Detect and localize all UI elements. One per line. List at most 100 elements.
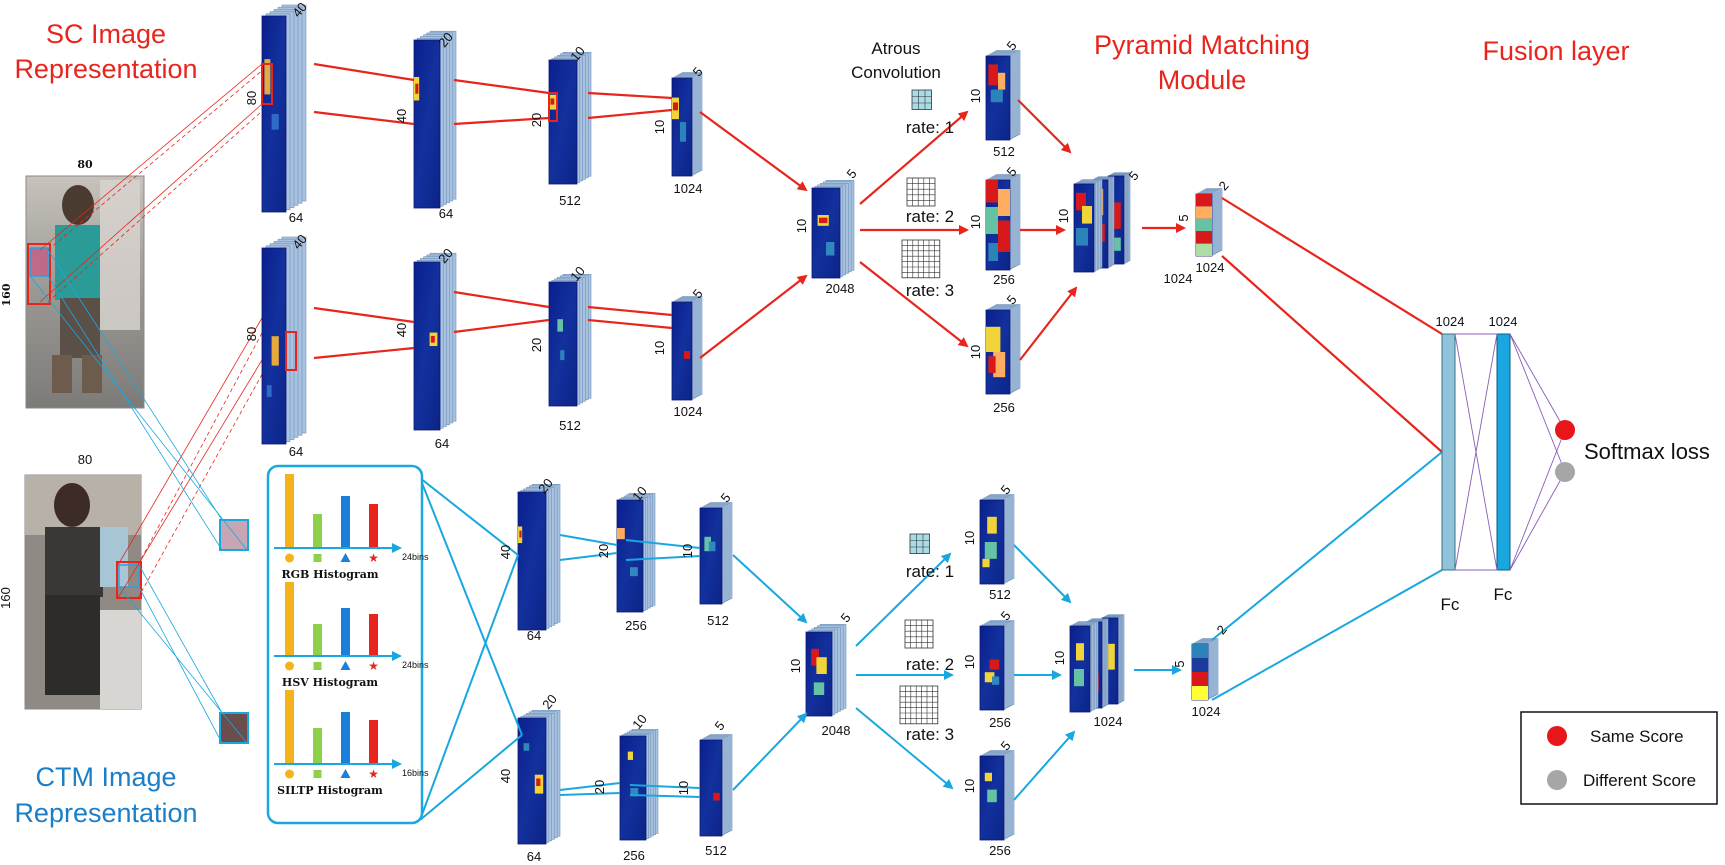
sc-bot-l4-bottom: 1024: [674, 404, 703, 419]
bottom-rate-2: rate: 2: [906, 655, 954, 674]
atrous-icons: [899, 89, 941, 725]
ctm-bot-l1-top: 20: [539, 691, 560, 712]
histogram-bar: [313, 624, 322, 656]
pyramid-title-line2: Module: [1158, 65, 1247, 95]
triangle-marker-icon: [340, 661, 351, 670]
sc-top-patch-3: [548, 92, 558, 122]
histogram-bar: [313, 728, 322, 764]
sc-top-l2-bottom: 64: [439, 206, 453, 221]
sc-pyr3-bottom: 256: [993, 400, 1015, 415]
sc-top-fmap-1: [261, 4, 307, 213]
ctm-merged-top: 5: [838, 610, 854, 625]
ctm-bot-fmap-3: [699, 734, 733, 837]
sc-pyr1-side: 10: [968, 89, 983, 103]
ctm-top-fmap-2: [616, 493, 656, 613]
ctm-top-l2-bottom: 256: [625, 618, 647, 633]
sc-bot-fmap-4: [671, 296, 703, 401]
sc-pyr2-side: 10: [968, 215, 983, 229]
histogram-bar: [341, 712, 350, 764]
histogram-label: RGB Histogram: [281, 568, 378, 581]
ctm-out-top: 2: [1214, 622, 1230, 637]
ctm-pyr3-side: 10: [962, 779, 977, 793]
histogram-label: HSV Histogram: [282, 676, 378, 689]
sc-top-fmap-3: [548, 51, 592, 185]
sc-top-fmap-4: [671, 72, 703, 177]
projection-lines: [29, 63, 271, 744]
star-marker-icon: ★: [368, 767, 379, 781]
ctm-merged-fmap: [805, 623, 847, 717]
ctm-out-side: 5: [1172, 660, 1187, 667]
ctm-pyr3-bottom: 256: [989, 843, 1011, 858]
sc-bot-l3-bottom: 512: [559, 418, 581, 433]
top-rate-1: rate: 1: [906, 118, 954, 137]
ctm-bot-l2-top: 10: [629, 711, 650, 732]
atrous-title-line1: Atrous: [871, 39, 920, 58]
ctm-bot-l3-bottom: 512: [705, 843, 727, 858]
histogram-bar: [369, 720, 378, 764]
star-marker-icon: ★: [368, 551, 379, 565]
atrous-title-line2: Convolution: [851, 63, 941, 82]
sc-concat-fmap-1: [1073, 179, 1103, 273]
triangle-marker-icon: [340, 769, 351, 778]
sc-concat-fmap-3: [1107, 172, 1131, 265]
circle-marker-icon: [285, 661, 294, 671]
sc-bot-l3-side: 20: [529, 338, 544, 352]
sc-top-l1-side: 80: [244, 91, 259, 105]
ctm-top-fmap-3: [699, 502, 733, 605]
same-score-node: [1555, 420, 1575, 440]
fc1-bar: [1441, 333, 1456, 571]
ctm-pyr-fmap-2: [979, 620, 1015, 711]
histogram-bar: [341, 608, 350, 656]
sc-title-line1: SC Image: [46, 19, 166, 49]
sc-pyr-fmap-3: [985, 304, 1021, 395]
fc1-label: Fc: [1441, 595, 1460, 614]
sc-out-side: 5: [1176, 214, 1191, 221]
ctm-bot-l2-bottom: 256: [623, 848, 645, 863]
legend-different-label: Different Score: [1583, 771, 1696, 790]
ctm-bot-l3-side: 10: [676, 781, 691, 795]
ctm-concat-side: 10: [1052, 651, 1067, 665]
input-bottom-height: 160: [0, 587, 13, 609]
ctm-connections: [419, 451, 1443, 821]
ctm-top-l2-side: 20: [596, 544, 611, 558]
sc-pyr-fmap-1: [985, 50, 1021, 141]
sc-out-extra: 1024: [1164, 271, 1193, 286]
sc-merged-bottom: 2048: [826, 281, 855, 296]
fc2-bar: [1496, 333, 1511, 571]
ctm-merged-bottom: 2048: [822, 723, 851, 738]
top-rate-3: rate: 3: [906, 281, 954, 300]
sc-top-l1-top: 40: [289, 0, 310, 20]
histogram-bar: [285, 690, 294, 764]
atrous-rate1-grid-icon-bottom: [909, 533, 930, 554]
legend-same-label: Same Score: [1590, 727, 1684, 746]
sc-top-l4-side: 10: [652, 120, 667, 134]
sc-bot-l4-side: 10: [652, 341, 667, 355]
circle-marker-icon: [285, 553, 294, 563]
softmax-loss-label: Softmax loss: [1584, 439, 1710, 464]
ctm-out-bottom: 1024: [1192, 704, 1221, 719]
ctm-pyr1-side: 10: [962, 531, 977, 545]
fusion-title: Fusion layer: [1482, 36, 1629, 66]
square-marker-icon: [313, 770, 322, 778]
sc-top-l2-side: 40: [394, 109, 409, 123]
sc-pyr2-bottom: 256: [993, 272, 1015, 287]
sc-connections: [313, 62, 1443, 453]
ctm-top-l3-bottom: 512: [707, 613, 729, 628]
sc-title-line2: Representation: [14, 54, 197, 84]
sc-bot-l1-bottom: 64: [289, 444, 303, 459]
histogram-bar: [341, 496, 350, 548]
ctm-pyr-fmap-1: [979, 494, 1015, 585]
histogram-bar: [313, 514, 322, 548]
ctm-bot-l2-side: 20: [592, 780, 607, 794]
sc-pyr-fmap-2: [985, 174, 1021, 271]
sc-merged-top: 5: [844, 166, 860, 181]
sc-top-l1-bottom: 64: [289, 210, 303, 225]
ctm-top-l1-bottom: 64: [527, 628, 541, 643]
legend-different-marker: [1547, 770, 1567, 790]
sc-bot-fmap-1: [261, 236, 307, 445]
ctm-pyr2-side: 10: [962, 655, 977, 669]
histogram-bar: [285, 474, 294, 548]
sc-bot-fmap-2: [413, 252, 457, 431]
histogram-bins: 24bins: [402, 660, 429, 670]
